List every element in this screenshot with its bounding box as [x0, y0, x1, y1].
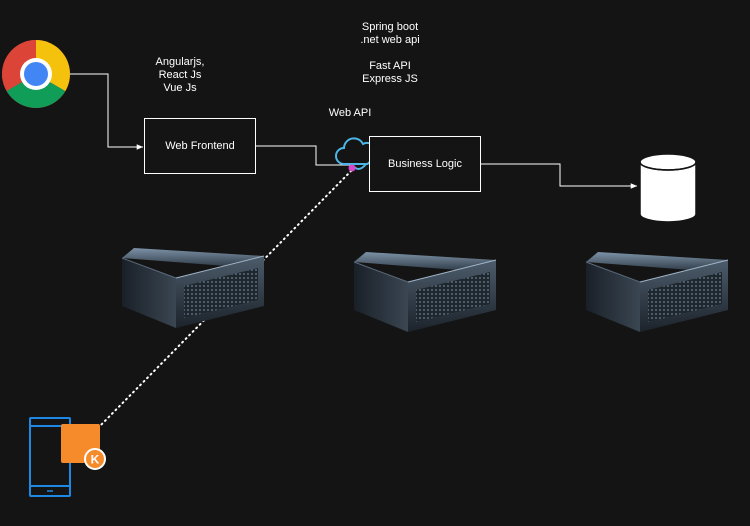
database-cylinder-icon	[639, 153, 697, 223]
frontend-framework-line: Angularjs,	[155, 56, 205, 68]
backend-framework-line: Spring boot	[361, 21, 419, 33]
rack-server-icon	[585, 251, 729, 333]
business-logic-label: Business Logic	[388, 158, 462, 170]
frontend-framework-line: Vue Js	[163, 82, 197, 94]
frontend-frameworks-label: Angularjs, React Js Vue Js	[130, 56, 230, 95]
connector-browser-to-frontend	[70, 73, 143, 150]
web-api-label: Web API	[328, 107, 372, 119]
rack-server-icon	[121, 247, 265, 329]
business-logic-node: Business Logic	[369, 136, 481, 192]
backend-frameworks-label: Spring boot .net web api Fast API Expres…	[340, 21, 440, 86]
rack-server-icon	[353, 251, 497, 333]
connector-frontend-to-api	[256, 145, 350, 166]
app-badge-letter: K	[91, 453, 100, 467]
api-connector-dot	[348, 164, 356, 172]
connector-logic-to-database	[481, 163, 637, 189]
app-icon: K	[61, 424, 106, 470]
web-frontend-node: Web Frontend	[144, 118, 256, 174]
backend-framework-line: .net web api	[360, 34, 420, 46]
backend-framework-spacer	[340, 47, 440, 60]
chrome-browser-icon	[2, 40, 70, 108]
backend-framework-line: Fast API	[369, 60, 411, 72]
web-frontend-label: Web Frontend	[165, 140, 235, 152]
backend-framework-line: Express JS	[362, 73, 418, 85]
frontend-framework-line: React Js	[158, 69, 202, 81]
